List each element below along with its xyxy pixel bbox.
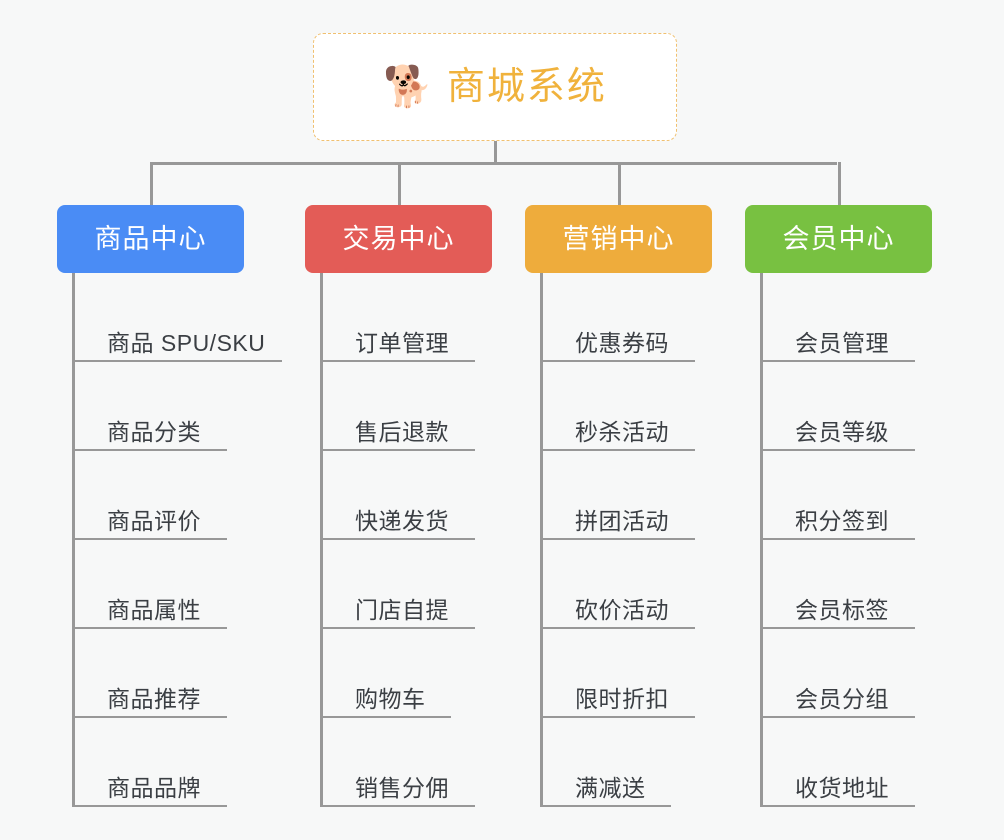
leaf-item-underline (323, 449, 475, 451)
category-header-label: 商品中心 (94, 223, 207, 254)
column-trade-center: 交易中心订单管理售后退款快递发货门店自提购物车销售分佣 (305, 205, 492, 807)
leaf-item-underline (543, 805, 671, 807)
leaf-item-label: 积分签到 (795, 508, 889, 534)
leaf-item-label: 商品分类 (107, 419, 201, 445)
leaf-item[interactable]: 满减送 (543, 718, 712, 807)
root-node-title: 商城系统 (446, 66, 607, 108)
leaf-item[interactable]: 优惠券码 (543, 273, 712, 362)
shiba-dog-face-icon: 🐕 (383, 65, 433, 109)
connector-drop-marketing-center (618, 162, 621, 205)
leaf-item-label: 快递发货 (355, 508, 449, 534)
connector-drop-product-center (150, 162, 153, 205)
leaf-list-trade-center: 订单管理售后退款快递发货门店自提购物车销售分佣 (320, 273, 492, 807)
leaf-item-underline (543, 360, 695, 362)
leaf-item[interactable]: 商品品牌 (75, 718, 244, 807)
leaf-item[interactable]: 秒杀活动 (543, 362, 712, 451)
leaf-item-underline (75, 627, 227, 629)
leaf-item[interactable]: 商品 SPU/SKU (75, 273, 282, 362)
leaf-item-label: 满减送 (575, 775, 646, 801)
leaf-item-label: 会员等级 (795, 419, 889, 445)
leaf-item[interactable]: 积分签到 (763, 451, 932, 540)
leaf-item[interactable]: 拼团活动 (543, 451, 712, 540)
leaf-item-label: 商品推荐 (107, 686, 201, 712)
category-header-label: 营销中心 (562, 223, 675, 254)
leaf-item[interactable]: 售后退款 (323, 362, 492, 451)
column-product-center: 商品中心商品 SPU/SKU 商品分类商品评价商品属性商品推荐商品品牌 (57, 205, 282, 807)
leaf-item[interactable]: 商品评价 (75, 451, 244, 540)
leaf-item[interactable]: 商品属性 (75, 540, 244, 629)
leaf-item[interactable]: 会员等级 (763, 362, 932, 451)
connector-root-stem (494, 141, 497, 164)
leaf-list-marketing-center: 优惠券码秒杀活动拼团活动砍价活动限时折扣满减送 (540, 273, 712, 807)
category-header-label: 会员中心 (782, 223, 895, 254)
leaf-item-label: 售后退款 (355, 419, 449, 445)
leaf-item[interactable]: 购物车 (323, 629, 492, 718)
leaf-item-underline (323, 805, 475, 807)
leaf-item-label: 商品品牌 (107, 775, 201, 801)
leaf-item[interactable]: 限时折扣 (543, 629, 712, 718)
leaf-item-label: 商品评价 (107, 508, 201, 534)
leaf-item[interactable]: 商品推荐 (75, 629, 244, 718)
root-node-shop-system[interactable]: 🐕 商城系统 (313, 33, 677, 141)
leaf-item-underline (323, 627, 475, 629)
leaf-list-member-center: 会员管理会员等级积分签到会员标签会员分组收货地址 (760, 273, 932, 807)
category-header-trade-center[interactable]: 交易中心 (305, 205, 492, 273)
leaf-item-label: 门店自提 (355, 597, 449, 623)
leaf-item-underline (543, 716, 695, 718)
leaf-item-underline (75, 716, 227, 718)
connector-horizontal-bar (150, 162, 837, 165)
leaf-item-underline (763, 627, 915, 629)
leaf-item-label: 收货地址 (795, 775, 889, 801)
leaf-item[interactable]: 会员管理 (763, 273, 932, 362)
leaf-item-underline (763, 449, 915, 451)
leaf-item[interactable]: 销售分佣 (323, 718, 492, 807)
leaf-item[interactable]: 会员分组 (763, 629, 932, 718)
leaf-item-underline (323, 360, 475, 362)
leaf-item-underline (323, 538, 475, 540)
leaf-item-label: 销售分佣 (355, 775, 449, 801)
leaf-item-label: 商品属性 (107, 597, 201, 623)
connector-drop-trade-center (398, 162, 401, 205)
leaf-item-underline (543, 627, 695, 629)
leaf-item[interactable]: 门店自提 (323, 540, 492, 629)
connector-drop-member-center (838, 162, 841, 205)
leaf-item-underline (75, 449, 227, 451)
leaf-item-label: 拼团活动 (575, 508, 669, 534)
leaf-item-underline (543, 538, 695, 540)
leaf-item-underline (763, 716, 915, 718)
leaf-list-product-center: 商品 SPU/SKU 商品分类商品评价商品属性商品推荐商品品牌 (72, 273, 282, 807)
leaf-item[interactable]: 会员标签 (763, 540, 932, 629)
leaf-item[interactable]: 砍价活动 (543, 540, 712, 629)
leaf-item-label: 会员分组 (795, 686, 889, 712)
leaf-item-underline (75, 805, 227, 807)
leaf-item-underline (75, 538, 227, 540)
column-member-center: 会员中心会员管理会员等级积分签到会员标签会员分组收货地址 (745, 205, 932, 807)
leaf-item[interactable]: 快递发货 (323, 451, 492, 540)
leaf-item-label: 商品 SPU/SKU (107, 330, 266, 356)
category-header-member-center[interactable]: 会员中心 (745, 205, 932, 273)
category-header-product-center[interactable]: 商品中心 (57, 205, 244, 273)
column-marketing-center: 营销中心优惠券码秒杀活动拼团活动砍价活动限时折扣满减送 (525, 205, 712, 807)
category-header-marketing-center[interactable]: 营销中心 (525, 205, 712, 273)
leaf-item[interactable]: 收货地址 (763, 718, 932, 807)
leaf-item-label: 购物车 (355, 686, 426, 712)
leaf-item-underline (763, 805, 915, 807)
leaf-item-underline (75, 360, 282, 362)
leaf-item-underline (543, 449, 695, 451)
leaf-item-label: 秒杀活动 (575, 419, 669, 445)
category-header-label: 交易中心 (342, 223, 455, 254)
leaf-item-label: 会员标签 (795, 597, 889, 623)
leaf-item-label: 会员管理 (795, 330, 889, 356)
leaf-item[interactable]: 订单管理 (323, 273, 492, 362)
leaf-item-underline (763, 538, 915, 540)
leaf-item-underline (763, 360, 915, 362)
leaf-item-label: 限时折扣 (575, 686, 669, 712)
leaf-item-label: 订单管理 (355, 330, 449, 356)
leaf-item-label: 优惠券码 (575, 330, 669, 356)
leaf-item-underline (323, 716, 451, 718)
leaf-item-label: 砍价活动 (575, 597, 669, 623)
leaf-item[interactable]: 商品分类 (75, 362, 244, 451)
